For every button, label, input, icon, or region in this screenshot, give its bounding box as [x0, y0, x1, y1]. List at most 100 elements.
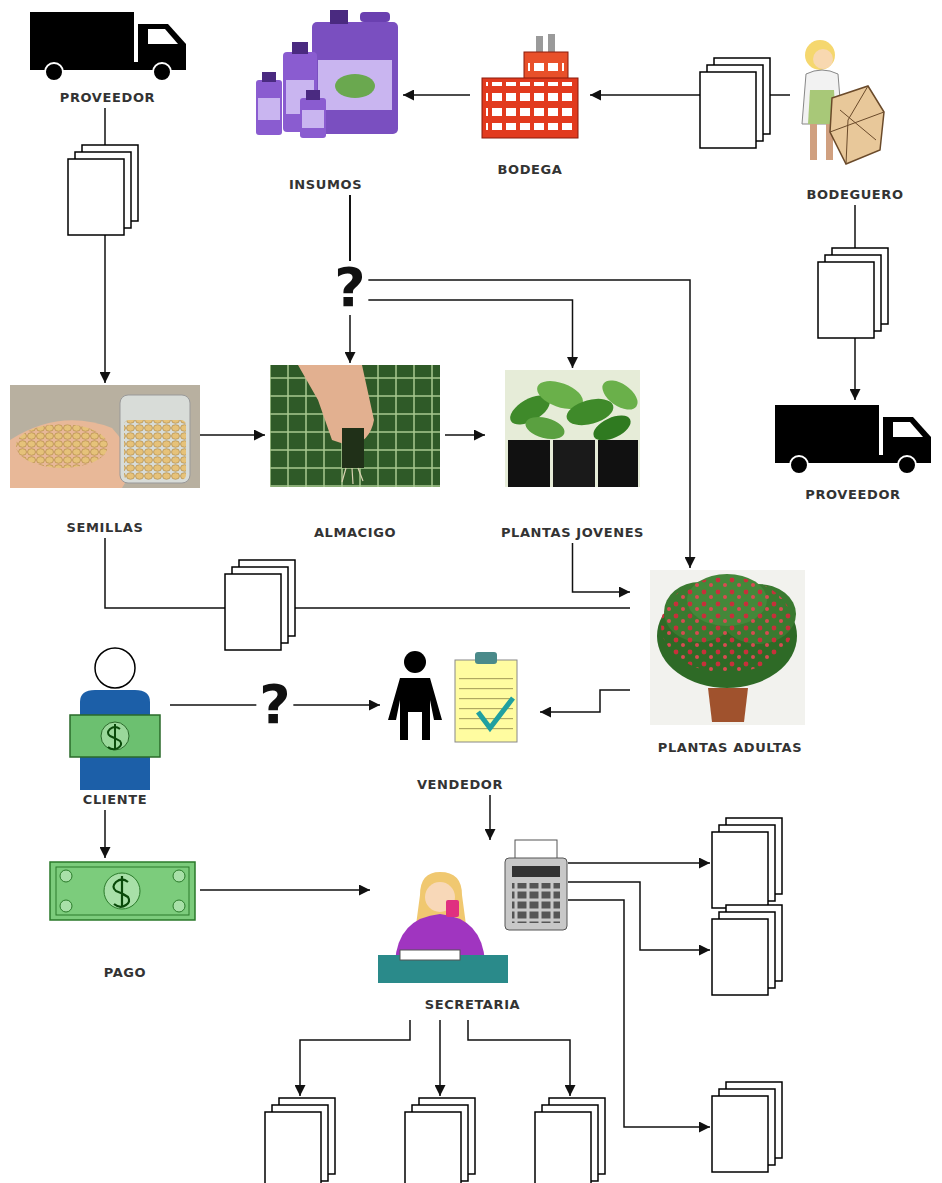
illustration-part	[300, 1020, 410, 1096]
illustration-part	[439, 1020, 441, 1096]
seller-node: VENDEDOR	[380, 645, 540, 795]
illustration-part	[598, 440, 638, 487]
illustration-part	[404, 651, 426, 673]
illustration-part	[120, 395, 190, 483]
illustration-part	[108, 724, 121, 749]
junction-mark: ?	[331, 261, 368, 315]
flow-arrow	[350, 195, 573, 368]
seedbed-photo	[270, 365, 440, 487]
node-caption: ALMACIGO	[314, 525, 396, 541]
illustration-part	[508, 440, 550, 487]
illustration-part	[805, 40, 835, 70]
young-plants-photo	[505, 370, 643, 487]
warehouse-icon	[482, 34, 578, 138]
illustration-part	[16, 424, 108, 468]
illustration-part	[342, 428, 364, 468]
node-caption: CLIENTE	[83, 792, 147, 808]
illustration-part	[173, 870, 185, 882]
illustration-part	[830, 86, 884, 164]
illustration-part	[114, 876, 130, 907]
illustration-part	[455, 660, 517, 742]
client-icon	[70, 648, 160, 790]
illustration-part	[10, 420, 130, 488]
document-stack	[712, 818, 782, 908]
illustration-part	[302, 110, 324, 128]
node-caption: PAGO	[104, 965, 147, 981]
illustration-part	[60, 870, 72, 882]
illustration-part	[60, 900, 72, 912]
illustration-part	[124, 420, 186, 480]
secretary-icon	[378, 840, 567, 983]
illustration-part	[468, 1020, 570, 1096]
node-caption: SECRETARIA	[425, 997, 521, 1013]
illustration-part	[258, 98, 280, 120]
illustration-part	[553, 440, 595, 487]
node-caption: VENDEDOR	[417, 777, 503, 793]
illustration-part	[512, 883, 560, 923]
illustration-part	[335, 74, 375, 98]
document-stack	[700, 58, 770, 148]
node-caption: SEMILLAS	[67, 520, 144, 536]
document-stack	[225, 560, 295, 650]
truck-icon	[775, 405, 931, 474]
seeds-node: SEMILLAS	[10, 383, 200, 538]
flow-arrow	[445, 434, 485, 436]
illustration-part	[56, 867, 189, 915]
illustration-part	[262, 72, 276, 82]
secretary-node: SECRETARIA	[370, 840, 575, 1015]
edge-label: ?	[256, 678, 293, 732]
supplies-node: INSUMOS	[248, 5, 403, 195]
node-caption: PLANTAS JOVENES	[501, 525, 644, 541]
young-plants-node: PLANTAS JOVENES	[485, 368, 660, 543]
document-stack	[535, 1098, 605, 1183]
illustration-part	[486, 82, 574, 130]
storekeeper-icon	[802, 40, 884, 164]
illustration-part	[256, 80, 282, 135]
illustration-part	[50, 862, 195, 920]
illustration-part	[524, 52, 568, 80]
document-stack	[712, 905, 782, 995]
illustration-part	[10, 385, 200, 488]
output-arrows	[300, 863, 710, 1127]
illustration-part	[568, 900, 710, 1127]
illustration-part	[342, 468, 363, 484]
bottles-icon	[256, 10, 398, 138]
illustration-part	[70, 715, 160, 757]
illustration-part	[536, 36, 543, 54]
illustration-part	[300, 98, 326, 138]
storekeeper-node: BODEGUERO	[790, 30, 920, 205]
flow-arrow	[104, 810, 106, 858]
document-stack	[68, 145, 138, 235]
document-stack	[265, 1098, 335, 1183]
node-caption: PLANTAS ADULTAS	[658, 740, 802, 756]
illustration-part	[523, 413, 567, 443]
illustration-part	[173, 900, 185, 912]
payment-bill	[50, 862, 195, 920]
illustration-part	[95, 648, 135, 688]
illustration-part	[446, 900, 459, 917]
document-stack	[405, 1098, 475, 1183]
illustration-part	[512, 866, 560, 877]
illustration-part	[650, 570, 805, 725]
illustration-part	[505, 858, 567, 930]
illustration-part	[104, 873, 140, 909]
supplier-node: PROVEEDOR	[768, 400, 938, 505]
seeds-photo	[10, 385, 200, 488]
node-caption: BODEGA	[498, 162, 563, 178]
document-stack	[712, 1082, 782, 1172]
illustration-part	[475, 652, 497, 664]
adult-plant-photo	[650, 570, 805, 725]
illustration-part	[661, 577, 793, 673]
illustration-part	[813, 49, 833, 69]
node-caption: PROVEEDOR	[60, 90, 155, 106]
seller-icon	[388, 651, 517, 742]
illustration-part	[360, 12, 390, 22]
node-caption: BODEGUERO	[806, 187, 903, 203]
node-caption: INSUMOS	[289, 177, 362, 193]
illustration-part	[459, 672, 513, 736]
flow-arrow	[200, 434, 265, 436]
seedbed-node: ALMACIGO	[265, 363, 445, 543]
illustration-part	[388, 678, 442, 740]
